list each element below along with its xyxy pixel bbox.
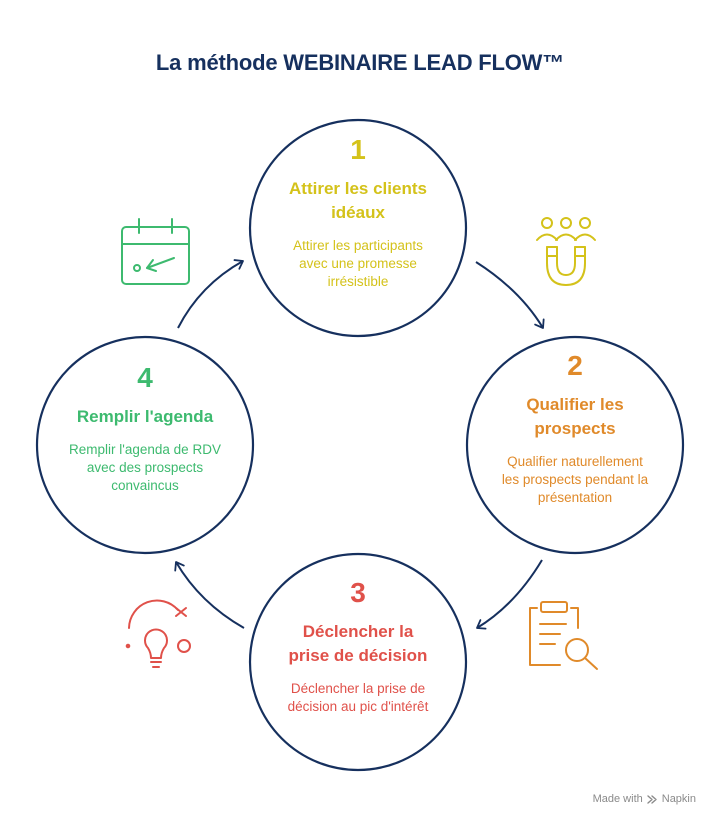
diagram-title: La méthode WEBINAIRE LEAD FLOW™ bbox=[155, 50, 565, 75]
step-2-desc-line-2: les prospects pendant la bbox=[501, 472, 649, 487]
step-3-heading: Déclencher la prise de décision bbox=[263, 620, 453, 668]
step-4-number: 4 bbox=[137, 362, 153, 393]
arrow-4-to-1 bbox=[177, 259, 244, 329]
step-3-description: Déclencher la prise de décision au pic d… bbox=[263, 680, 453, 716]
step-4-heading: Remplir l'agenda bbox=[50, 405, 240, 429]
step-1-circle bbox=[248, 118, 468, 338]
step-3-content: 3 Déclencher la prise de décision Déclen… bbox=[263, 577, 453, 716]
lightbulb-target-icon bbox=[125, 599, 191, 668]
clipboard-search-icon bbox=[529, 601, 598, 670]
step-1-heading-line-2: idéaux bbox=[331, 203, 385, 222]
made-with-label: Made with bbox=[592, 793, 643, 805]
step-1-description: Attirer les participants avec une promes… bbox=[268, 237, 448, 291]
napkin-watermark: Made with Napkin bbox=[593, 793, 696, 805]
arrow-2-to-3 bbox=[476, 559, 543, 630]
step-4-content: 4 Remplir l'agenda Remplir l'agenda de R… bbox=[50, 362, 240, 495]
step-1-heading-line-1: Attirer les clients bbox=[289, 179, 427, 198]
step-3-heading-line-1: Déclencher la bbox=[302, 622, 414, 641]
step-2-desc-line-1: Qualifier naturellement bbox=[507, 454, 643, 469]
step-4-description: Remplir l'agenda de RDV avec des prospec… bbox=[50, 441, 240, 495]
step-4-circle bbox=[35, 335, 255, 555]
step-2-heading-line-2: prospects bbox=[534, 419, 616, 438]
step-1-heading: Attirer les clients idéaux bbox=[268, 177, 448, 225]
magnet-people-icon bbox=[536, 217, 596, 286]
napkin-brand-label: Napkin bbox=[661, 793, 696, 805]
step-3-circle bbox=[248, 552, 468, 772]
step-2-description: Qualifier naturellement les prospects pe… bbox=[480, 453, 670, 507]
step-1-number: 1 bbox=[350, 134, 366, 165]
calendar-icon bbox=[121, 218, 190, 285]
step-2-heading: Qualifier les prospects bbox=[480, 393, 670, 441]
step-1-desc-line-3: irrésistible bbox=[327, 274, 389, 289]
step-3-desc-line-2: décision au pic d'intérêt bbox=[287, 699, 429, 714]
step-1-desc-line-1: Attirer les participants bbox=[293, 238, 423, 253]
napkin-logo-icon bbox=[647, 794, 657, 804]
arrow-3-to-4 bbox=[174, 561, 245, 629]
arrow-1-to-2 bbox=[475, 261, 545, 329]
step-4-heading-line-1: Remplir l'agenda bbox=[76, 407, 214, 426]
step-2-number: 2 bbox=[567, 350, 583, 381]
step-3-number: 3 bbox=[350, 577, 366, 608]
step-1-content: 1 Attirer les clients idéaux Attirer les… bbox=[268, 134, 448, 291]
step-2-heading-line-1: Qualifier les bbox=[526, 395, 624, 414]
step-1-desc-line-2: avec une promesse bbox=[299, 256, 417, 271]
step-4-desc-line-3: convaincus bbox=[111, 478, 179, 493]
step-4-desc-line-2: avec des prospects bbox=[86, 460, 204, 475]
step-2-desc-line-3: présentation bbox=[537, 490, 613, 505]
step-2-circle bbox=[465, 335, 685, 555]
step-3-heading-line-2: prise de décision bbox=[288, 646, 428, 665]
step-2-content: 2 Qualifier les prospects Qualifier natu… bbox=[480, 350, 670, 507]
step-3-desc-line-1: Déclencher la prise de bbox=[290, 681, 426, 696]
step-4-desc-line-1: Remplir l'agenda de RDV bbox=[69, 442, 221, 457]
